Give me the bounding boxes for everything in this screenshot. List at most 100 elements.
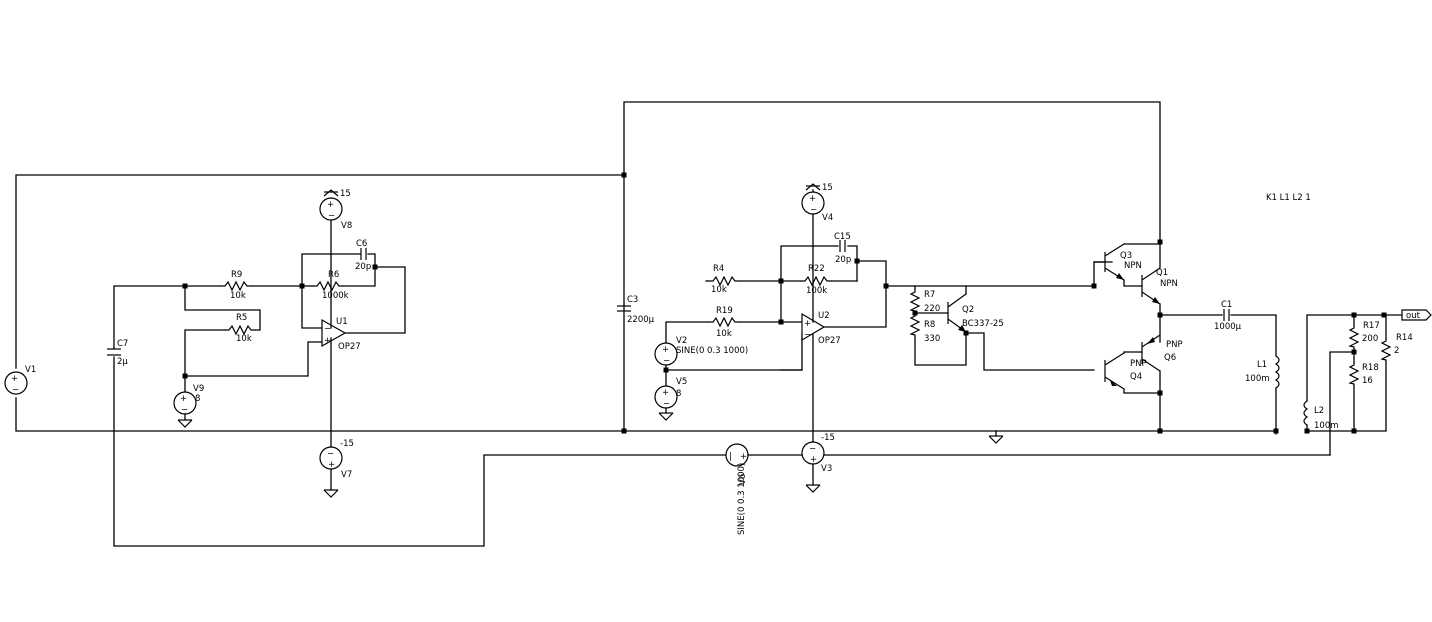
svg-text:100k: 100k bbox=[806, 286, 827, 296]
svg-text:8: 8 bbox=[676, 389, 681, 399]
ground-symbol bbox=[658, 412, 674, 421]
capacitor-c1[interactable] bbox=[1223, 309, 1230, 321]
svg-text:C3: C3 bbox=[627, 295, 638, 305]
svg-text:330: 330 bbox=[924, 334, 940, 344]
capacitor-c6[interactable] bbox=[360, 248, 367, 260]
resistor-r18[interactable] bbox=[1349, 361, 1359, 387]
svg-text:+: + bbox=[180, 394, 187, 404]
voltage-source-v7[interactable]: − + bbox=[319, 446, 343, 470]
capacitor-c3[interactable] bbox=[617, 305, 631, 312]
inductor-l1[interactable] bbox=[1274, 355, 1280, 389]
svg-text:+: + bbox=[662, 388, 669, 398]
svg-text:200: 200 bbox=[1362, 334, 1378, 344]
svg-text:-15: -15 bbox=[340, 439, 354, 449]
output-net-label[interactable]: out bbox=[1401, 309, 1432, 321]
svg-text:OP27: OP27 bbox=[818, 336, 841, 346]
svg-text:16: 16 bbox=[1362, 376, 1373, 386]
svg-text:+: + bbox=[662, 345, 669, 355]
voltage-source-v8[interactable]: + − bbox=[319, 197, 343, 221]
voltage-source-v4[interactable]: + − bbox=[801, 191, 825, 215]
svg-text:V6: V6 bbox=[738, 474, 748, 485]
svg-text:V5: V5 bbox=[676, 377, 687, 387]
svg-text:+: + bbox=[810, 455, 817, 465]
svg-text:SINE(0 0.3 1000): SINE(0 0.3 1000) bbox=[737, 463, 747, 535]
voltage-source-v2[interactable]: + − bbox=[654, 342, 678, 366]
supply-arrow-v8 bbox=[323, 189, 339, 197]
svg-text:−: − bbox=[663, 399, 670, 409]
spice-directive[interactable]: K1 L1 L2 1 bbox=[1266, 193, 1311, 203]
transistor-q4[interactable] bbox=[1104, 352, 1125, 390]
svg-text:−: − bbox=[327, 449, 334, 459]
voltage-source-v6[interactable]: | + bbox=[725, 443, 749, 467]
resistor-r22[interactable] bbox=[799, 276, 833, 286]
capacitor-c15[interactable] bbox=[839, 240, 846, 252]
svg-text:PNP: PNP bbox=[1130, 359, 1147, 369]
svg-text:10k: 10k bbox=[236, 334, 252, 344]
resistor-r14[interactable] bbox=[1381, 337, 1391, 363]
voltage-source-v1[interactable]: + − V1 bbox=[4, 365, 36, 395]
transistor-q2[interactable] bbox=[947, 293, 967, 333]
svg-text:20p: 20p bbox=[835, 255, 851, 265]
svg-text:15: 15 bbox=[822, 183, 833, 193]
wire-v1-top bbox=[15, 174, 625, 369]
svg-text:220: 220 bbox=[924, 304, 940, 314]
svg-text:+: + bbox=[11, 374, 18, 384]
svg-text:−: − bbox=[181, 405, 188, 415]
svg-text:R7: R7 bbox=[924, 290, 935, 300]
svg-text:+: + bbox=[327, 200, 334, 210]
opamp-u2[interactable]: + − U2 OP27 bbox=[801, 311, 841, 346]
transistor-q6[interactable] bbox=[1141, 334, 1161, 372]
svg-text:R4: R4 bbox=[713, 264, 724, 274]
ground-symbol bbox=[323, 489, 339, 498]
left-stage: + − V1 C7 2µ R9 10k R5 10k + − bbox=[4, 174, 1277, 547]
svg-text:V7: V7 bbox=[341, 470, 352, 480]
ground-symbol bbox=[805, 484, 821, 493]
svg-text:Q1: Q1 bbox=[1156, 268, 1168, 278]
middle-stage: C3 2200µ R4 10k R19 10k R22 100k C15 20p bbox=[617, 101, 1331, 535]
voltage-source-v5[interactable]: + − bbox=[654, 385, 678, 409]
svg-text:R14: R14 bbox=[1396, 333, 1413, 343]
svg-text:U1: U1 bbox=[336, 317, 348, 327]
opamp-u1[interactable]: − + U1 OP27 bbox=[321, 317, 361, 352]
svg-text:L1: L1 bbox=[1257, 360, 1267, 370]
junction-dots bbox=[182, 172, 1387, 434]
resistor-r19[interactable] bbox=[707, 317, 741, 327]
svg-text:R9: R9 bbox=[231, 270, 242, 280]
svg-text:-15: -15 bbox=[821, 433, 835, 443]
wire-supply-rail bbox=[623, 101, 1161, 432]
voltage-source-v3[interactable]: − + bbox=[801, 441, 825, 465]
svg-text:+: + bbox=[804, 319, 811, 329]
transistor-q1[interactable] bbox=[1141, 267, 1161, 305]
svg-text:10k: 10k bbox=[230, 291, 246, 301]
svg-text:R6: R6 bbox=[328, 270, 339, 280]
svg-text:−: − bbox=[324, 324, 331, 334]
svg-text:2200µ: 2200µ bbox=[627, 315, 655, 325]
svg-text:8: 8 bbox=[195, 394, 200, 404]
voltage-source-v9[interactable]: + − bbox=[173, 391, 197, 415]
svg-text:L2: L2 bbox=[1314, 406, 1324, 416]
ground-symbol bbox=[988, 435, 1004, 444]
resistor-r6[interactable] bbox=[311, 281, 345, 291]
inductor-l2[interactable] bbox=[1303, 400, 1309, 426]
resistor-r5[interactable] bbox=[223, 325, 257, 335]
resistor-r8[interactable] bbox=[910, 312, 920, 338]
svg-text:−: − bbox=[810, 205, 817, 215]
svg-text:−: − bbox=[12, 385, 19, 395]
svg-text:C7: C7 bbox=[117, 339, 128, 349]
wire-c7-loop bbox=[113, 356, 729, 547]
svg-text:10k: 10k bbox=[711, 285, 727, 295]
svg-text:1000µ: 1000µ bbox=[1214, 322, 1242, 332]
svg-text:R5: R5 bbox=[236, 313, 247, 323]
wire-ground-bus bbox=[15, 397, 1277, 432]
resistor-r9[interactable] bbox=[219, 281, 253, 291]
supply-arrow-v4 bbox=[805, 183, 821, 191]
capacitor-c7[interactable]: C7 2µ bbox=[107, 339, 128, 367]
resistor-r4[interactable] bbox=[707, 276, 741, 286]
resistor-r7[interactable] bbox=[910, 288, 920, 314]
svg-text:R17: R17 bbox=[1363, 321, 1380, 331]
svg-text:+: + bbox=[740, 452, 747, 462]
resistor-r17[interactable] bbox=[1349, 324, 1359, 350]
svg-text:V3: V3 bbox=[821, 464, 832, 474]
svg-text:10k: 10k bbox=[716, 329, 732, 339]
